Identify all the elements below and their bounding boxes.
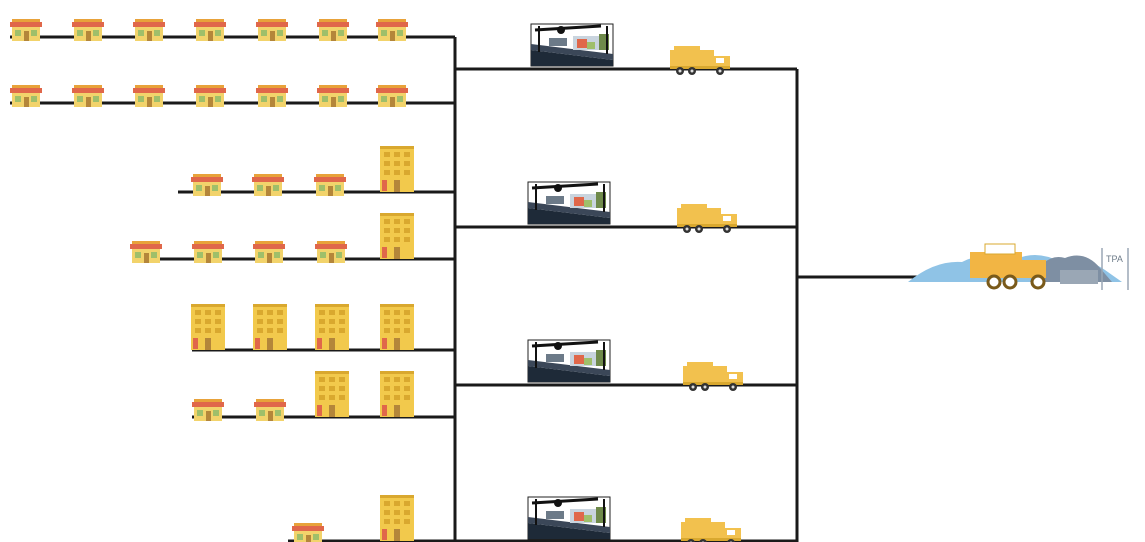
dump-truck-icon: [683, 362, 743, 391]
house-icon: [192, 241, 224, 263]
house-icon: [256, 19, 288, 41]
house-icon: [72, 85, 104, 107]
house-icon: [192, 399, 224, 421]
apartment-icon: [380, 371, 414, 417]
house-icon: [252, 174, 284, 196]
dump-truck-icon: [677, 204, 737, 233]
dump-truck-icon: [670, 46, 730, 75]
apartment-icon: [380, 495, 414, 541]
house-icon: [194, 85, 226, 107]
house-icon: [376, 19, 408, 41]
apartment-icon: [380, 146, 414, 192]
waste-station-icon: [528, 497, 610, 539]
house-icon: [314, 174, 346, 196]
house-icon: [191, 174, 223, 196]
house-icon: [317, 85, 349, 107]
house-icon: [292, 523, 324, 542]
tpa-sign-label: TPA: [1106, 254, 1123, 264]
house-icon: [194, 19, 226, 41]
apartment-icon: [380, 304, 414, 350]
connector-lines: [10, 37, 920, 542]
house-icon: [133, 19, 165, 41]
collection-stations: [528, 24, 743, 542]
house-icon: [133, 85, 165, 107]
house-icon: [317, 19, 349, 41]
house-icon: [72, 19, 104, 41]
house-icon: [253, 241, 285, 263]
house-icon: [315, 241, 347, 263]
house-icon: [376, 85, 408, 107]
dump-truck-icon: [681, 518, 741, 542]
apartment-icon: [191, 304, 225, 350]
house-icon: [10, 85, 42, 107]
apartment-icon: [315, 304, 349, 350]
apartment-icon: [380, 213, 414, 259]
waste-station-icon: [528, 182, 610, 224]
house-icon: [130, 241, 162, 263]
waste-station-icon: [528, 340, 610, 382]
house-icon: [256, 85, 288, 107]
waste-station-icon: [531, 24, 613, 66]
house-icon: [10, 19, 42, 41]
buildings: [10, 19, 414, 542]
apartment-icon: [253, 304, 287, 350]
apartment-icon: [315, 371, 349, 417]
landfill-icon: TPA: [908, 244, 1128, 290]
house-icon: [254, 399, 286, 421]
